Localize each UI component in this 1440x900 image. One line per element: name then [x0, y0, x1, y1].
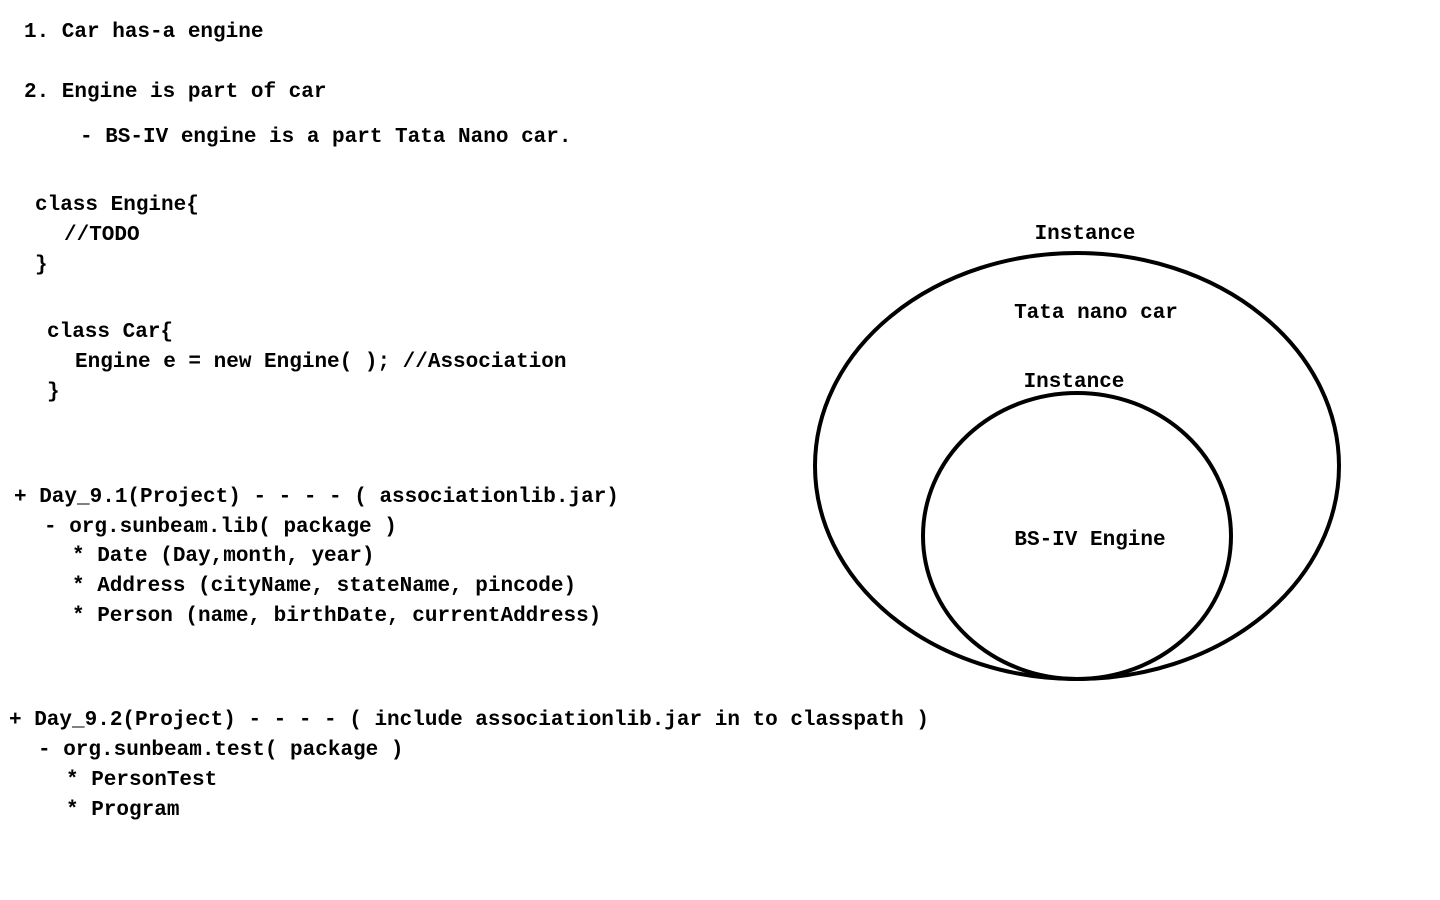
point-car-has-engine: 1. Car has-a engine: [24, 21, 264, 44]
engine-instance-ellipse: [921, 391, 1233, 681]
project-2-class-program: * Program: [66, 799, 180, 822]
code-car-class-close: }: [47, 381, 60, 404]
code-engine-class-open: class Engine{: [35, 194, 199, 217]
outer-instance-label: Instance: [1035, 223, 1136, 246]
engine-label: BS-IV Engine: [1014, 529, 1165, 552]
inner-instance-label: Instance: [1024, 371, 1125, 394]
car-label: Tata nano car: [1014, 302, 1178, 325]
project-1-package: - org.sunbeam.lib( package ): [44, 516, 397, 539]
project-2-header: + Day_9.2(Project) - - - - ( include ass…: [9, 709, 929, 732]
example-text: - BS-IV engine is a part Tata Nano car.: [80, 126, 572, 149]
project-1-class-date: * Date (Day,month, year): [72, 545, 375, 568]
code-car-association: Engine e = new Engine( ); //Association: [75, 351, 567, 374]
project-1-class-address: * Address (cityName, stateName, pincode): [72, 575, 577, 598]
code-car-class-open: class Car{: [47, 321, 174, 344]
project-1-class-person: * Person (name, birthDate, currentAddres…: [72, 605, 602, 628]
point-engine-part-of-car: 2. Engine is part of car: [24, 81, 327, 104]
project-2-class-persontest: * PersonTest: [66, 769, 218, 792]
project-1-header: + Day_9.1(Project) - - - - ( association…: [14, 486, 619, 509]
code-engine-class-close: }: [35, 254, 48, 277]
project-2-package: - org.sunbeam.test( package ): [38, 739, 404, 762]
code-engine-todo: //TODO: [64, 224, 140, 247]
